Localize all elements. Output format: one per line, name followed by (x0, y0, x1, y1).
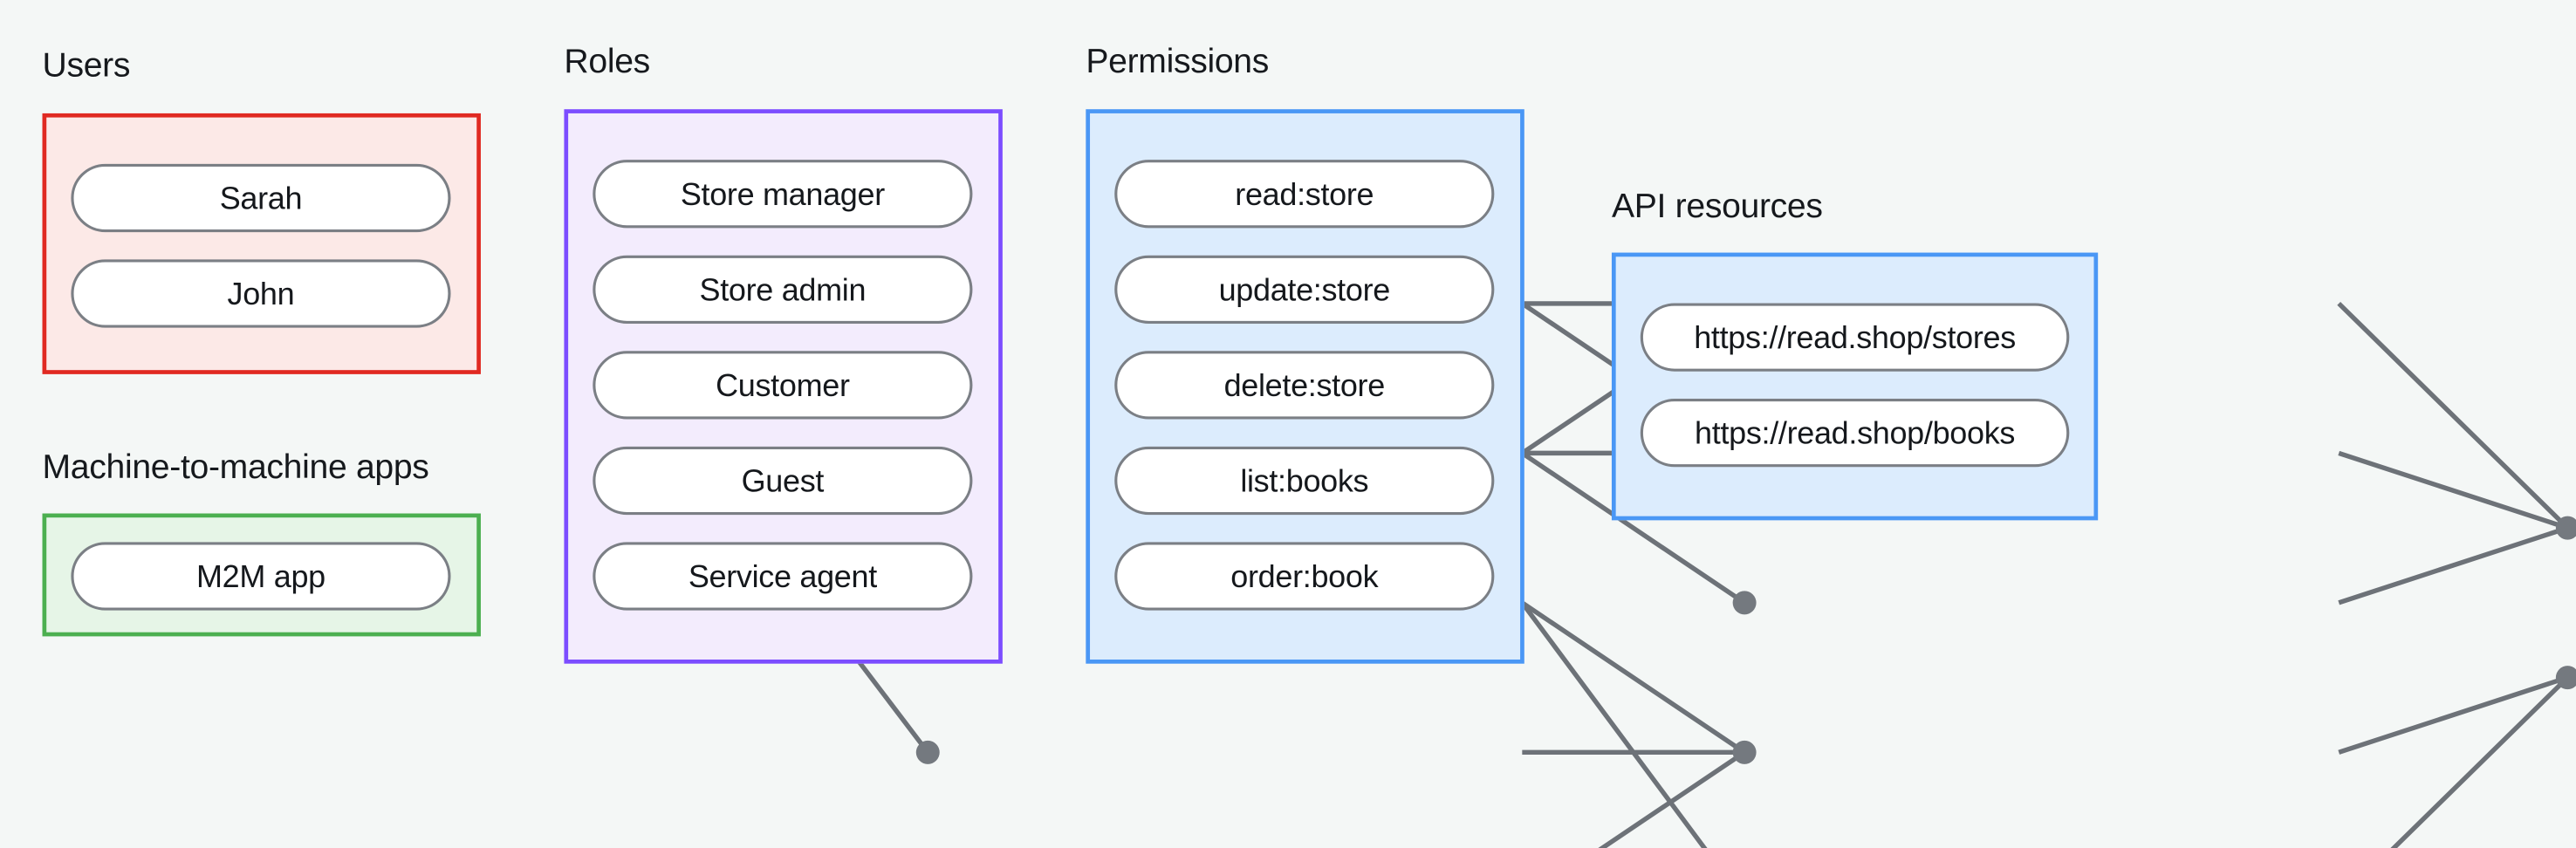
port-list_books (1732, 740, 1757, 764)
edge-service_agent-to-list_books (1598, 750, 1746, 848)
node-store-manager[interactable]: Store manager (593, 160, 973, 229)
port-res_books (2555, 666, 2576, 690)
node-sarah[interactable]: Sarah (71, 163, 451, 233)
node-api-resource-books[interactable]: https://read.shop/books (1640, 399, 2070, 468)
edge-customer-to-list_books (1520, 600, 1746, 755)
node-customer[interactable]: Customer (593, 351, 973, 420)
edge-list_books-to-res_books (2338, 675, 2569, 755)
group-title-roles: Roles (564, 42, 650, 81)
edge-read_store-to-res_stores (2337, 301, 2570, 530)
node-store-admin[interactable]: Store admin (593, 255, 973, 324)
node-m2m-app[interactable]: M2M app (71, 542, 451, 611)
node-order-book[interactable]: order:book (1114, 542, 1495, 611)
group-title-m2m: Machine-to-machine apps (42, 448, 429, 487)
group-title-api-resources: API resources (1611, 187, 1823, 226)
group-title-users: Users (42, 46, 131, 85)
node-read-store[interactable]: read:store (1114, 160, 1495, 229)
node-guest[interactable]: Guest (593, 446, 973, 516)
node-api-resource-stores[interactable]: https://read.shop/stores (1640, 303, 2070, 372)
node-john[interactable]: John (71, 259, 451, 328)
node-list-books[interactable]: list:books (1114, 446, 1495, 516)
edge-update_store-to-res_stores (2338, 450, 2569, 530)
port-delete_store (1732, 591, 1757, 615)
group-box-users (42, 113, 481, 374)
node-delete-store[interactable]: delete:store (1114, 351, 1495, 420)
port-guest (915, 740, 940, 764)
port-res_stores (2555, 516, 2576, 540)
edge-customer-to-order_book (1520, 601, 1708, 848)
node-update-store[interactable]: update:store (1114, 255, 1495, 324)
group-box-api-resources (1611, 252, 2099, 521)
node-service-agent[interactable]: Service agent (593, 542, 973, 611)
group-title-permissions: Permissions (1086, 42, 1270, 81)
edge-order_book-to-res_books (2390, 675, 2570, 848)
edge-delete_store-to-res_stores (2338, 525, 2569, 605)
